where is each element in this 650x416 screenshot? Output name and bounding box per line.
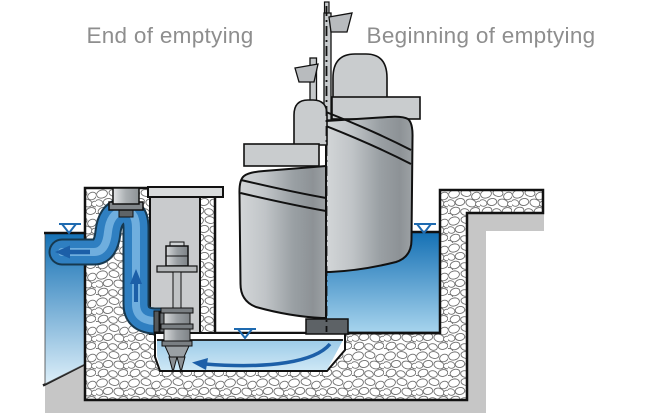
water-level-dock-basin	[414, 223, 436, 235]
pump-stage-1	[163, 312, 191, 325]
hull-left	[238, 164, 327, 319]
sheer-line-left-1	[240, 179, 327, 199]
discharge-flange-outer	[153, 310, 160, 333]
impeller-blade-2	[176, 356, 186, 374]
deckhouse-left	[243, 143, 320, 167]
siphon-valve	[108, 187, 144, 218]
ground	[42, 213, 544, 413]
crow-nest-left	[294, 63, 319, 83]
pump-flange-1	[160, 307, 194, 314]
submersible-pump	[153, 241, 198, 374]
flow-arrows	[55, 245, 332, 370]
chamber-cover-slab	[147, 186, 224, 198]
impeller-blade-1	[168, 356, 178, 374]
hull-right	[325, 115, 414, 273]
sheer-line-right-2	[325, 125, 412, 165]
flow-arrow-riser	[130, 269, 142, 302]
pump-shaft	[172, 271, 182, 311]
motor-platform	[156, 265, 198, 273]
right-wall-shadow	[467, 213, 544, 413]
water-level-left-basin	[59, 223, 81, 235]
water-level-symbols	[59, 223, 436, 340]
sump-arrow-head	[192, 358, 208, 370]
flow-arrow-outlet	[55, 245, 90, 259]
wheelhouse-left	[293, 99, 328, 146]
deckhouse-right	[331, 96, 421, 120]
sheer-line-right-1	[325, 111, 412, 151]
pump-flange-3	[161, 340, 193, 347]
flow-arrow-sump	[192, 342, 332, 370]
pump-flange-2	[160, 323, 194, 330]
crow-nest-right	[328, 12, 353, 33]
title-end-of-emptying: End of emptying	[86, 23, 253, 48]
ship-beginning-position	[323, 1, 421, 273]
ship-end-position	[238, 57, 328, 319]
title-beginning-of-emptying: Beginning of emptying	[367, 23, 596, 48]
valve-body	[112, 187, 140, 205]
sump-arrow-shaft	[204, 342, 332, 368]
mast-right	[323, 12, 332, 121]
pump-stage-2	[163, 328, 191, 342]
water-level-pump-sump	[234, 328, 256, 340]
riser-arrow-head	[130, 269, 142, 284]
sheer-line-left-2	[240, 192, 327, 212]
outlet-arrow-head	[55, 245, 70, 259]
bottom-ground-band	[45, 399, 485, 413]
